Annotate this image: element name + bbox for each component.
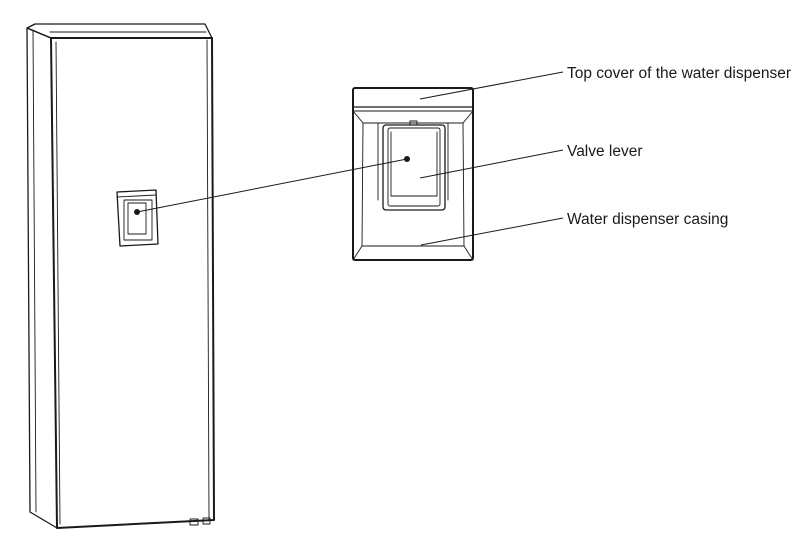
leader-valve-lever (419, 149, 564, 179)
callout-dot-detail (404, 156, 410, 162)
callout-dot-door (134, 209, 140, 215)
leader-top-cover (419, 71, 564, 100)
leader-casing (420, 217, 564, 246)
dispenser-detail-illustration (352, 87, 474, 261)
leader-door-to-detail (136, 158, 408, 213)
label-valve-lever: Valve lever (567, 143, 643, 160)
door-dispenser (116, 189, 159, 247)
refrigerator-illustration (26, 23, 215, 529)
label-casing: Water dispenser casing (567, 211, 728, 228)
label-top-cover: Top cover of the water dispenser (567, 65, 791, 82)
leader-lines (134, 71, 564, 246)
